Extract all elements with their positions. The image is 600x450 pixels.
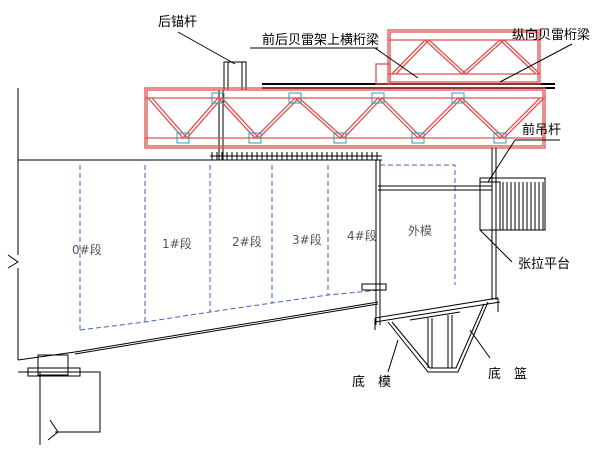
truss-node-plate	[451, 92, 465, 104]
truss-node-plate	[288, 92, 302, 104]
truss-node-plate	[176, 132, 190, 144]
segment-label: 1#段	[162, 236, 192, 251]
bottom-form-label: 底 模	[352, 374, 391, 390]
pier-structure	[7, 88, 135, 445]
tension-platform-label: 张拉平台	[518, 257, 570, 272]
front-hanger-label: 前吊杆	[522, 122, 561, 138]
front-hanger	[378, 148, 497, 300]
segment-label: 3#段	[292, 232, 322, 247]
outer-form-label: 外模	[408, 224, 432, 238]
segment-dividers	[79, 164, 456, 331]
truss-node-plates	[176, 92, 507, 144]
truss-node-plate	[371, 92, 385, 104]
deck-tick-marks	[211, 152, 378, 160]
segment-labels: 0#段 1#段 2#段 3#段 4#段 外模	[72, 224, 432, 257]
truss-node-plate	[248, 132, 262, 144]
bottom-basket-label: 底 篮	[488, 366, 527, 382]
segment-label: 0#段	[72, 242, 102, 257]
truss-node-plate	[411, 132, 425, 144]
platform-rails	[502, 182, 544, 230]
segment-label: 2#段	[232, 234, 262, 249]
rear-anchor-label: 后锚杆	[158, 15, 197, 30]
tension-platform	[479, 177, 546, 263]
longitudinal-truss-label: 纵向贝雷桁梁	[512, 27, 590, 43]
truss-node-plate	[493, 132, 507, 144]
label-leaders	[250, 43, 573, 183]
form-hanger	[361, 160, 387, 325]
deck-ticks	[210, 155, 382, 161]
girder-outline	[17, 159, 379, 361]
segment-label: 4#段	[347, 228, 377, 243]
truss-node-plate	[211, 92, 225, 104]
truss-node-plate	[333, 132, 347, 144]
cross-truss-label: 前后贝雷架上横桁梁	[262, 32, 379, 48]
bottom-basket	[374, 297, 501, 373]
longitudinal-truss	[144, 87, 546, 149]
